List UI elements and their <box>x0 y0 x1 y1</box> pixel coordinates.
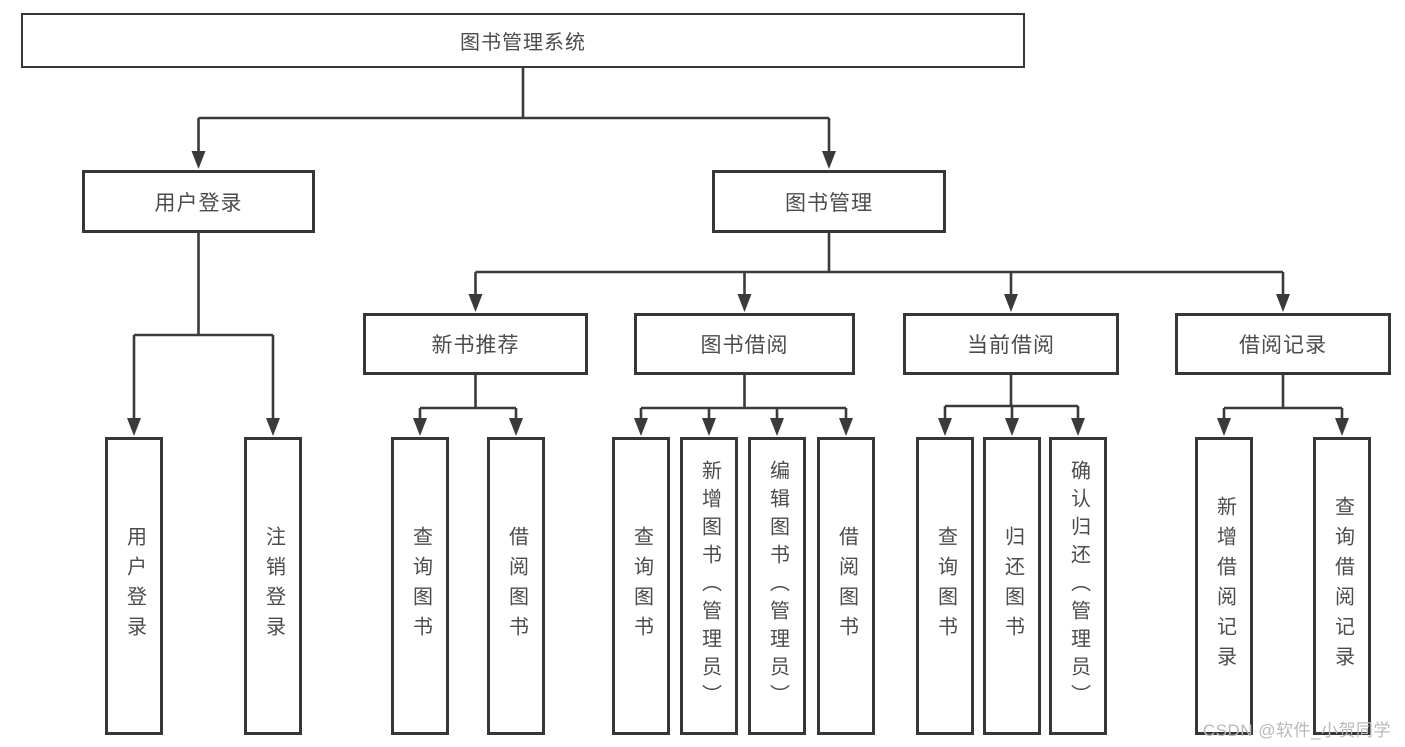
node-book-management: 图书管理 <box>712 170 946 233</box>
leaf-label: 确认归还（管理员） <box>1067 460 1090 712</box>
leaf-label: 查询图书 <box>630 526 653 646</box>
leaf-borrow-books-recommend: 借阅图书 <box>487 437 545 735</box>
leaf-query-books-current: 查询图书 <box>916 437 974 735</box>
node-borrow-record: 借阅记录 <box>1175 313 1391 375</box>
node-label: 新书推荐 <box>431 334 520 357</box>
node-label: 当前借阅 <box>967 334 1055 357</box>
leaf-label: 注销登录 <box>262 526 285 646</box>
leaf-label: 编辑图书（管理员） <box>766 460 789 712</box>
leaf-confirm-return-admin: 确认归还（管理员） <box>1049 437 1107 735</box>
leaf-label: 新增图书（管理员） <box>698 460 721 712</box>
node-user-login: 用户登录 <box>82 170 315 233</box>
node-book-borrow: 图书借阅 <box>634 313 855 375</box>
leaf-label: 用户登录 <box>123 526 146 646</box>
watermark-text: CSDN @软件_小贺同学 <box>1202 721 1391 740</box>
leaf-query-books-recommend: 查询图书 <box>391 437 449 735</box>
node-label: 图书借阅 <box>700 334 789 357</box>
leaf-borrow-books: 借阅图书 <box>817 437 875 735</box>
leaf-add-books-admin: 新增图书（管理员） <box>680 437 738 735</box>
leaf-label: 查询借阅记录 <box>1331 496 1354 676</box>
node-label: 用户登录 <box>154 191 243 215</box>
leaf-query-books-borrow: 查询图书 <box>612 437 670 735</box>
leaf-label: 归还图书 <box>1001 526 1024 646</box>
leaf-edit-books-admin: 编辑图书（管理员） <box>748 437 806 735</box>
node-new-book-recommend: 新书推荐 <box>363 313 588 375</box>
leaf-label: 查询图书 <box>409 526 432 646</box>
leaf-label: 借阅图书 <box>505 526 528 646</box>
leaf-logout: 注销登录 <box>244 437 302 735</box>
leaf-query-borrow-record: 查询借阅记录 <box>1313 437 1371 735</box>
node-label: 图书管理系统 <box>460 32 586 54</box>
node-label: 图书管理 <box>785 191 873 215</box>
leaf-label: 借阅图书 <box>835 526 858 646</box>
node-current-borrow: 当前借阅 <box>903 313 1119 375</box>
node-library-management-system: 图书管理系统 <box>21 13 1025 68</box>
leaf-label: 新增借阅记录 <box>1213 496 1236 676</box>
leaf-return-books: 归还图书 <box>983 437 1041 735</box>
leaf-label: 查询图书 <box>934 526 957 646</box>
leaf-user-login: 用户登录 <box>105 437 163 735</box>
node-label: 借阅记录 <box>1239 334 1327 357</box>
leaf-add-borrow-record: 新增借阅记录 <box>1195 437 1253 735</box>
